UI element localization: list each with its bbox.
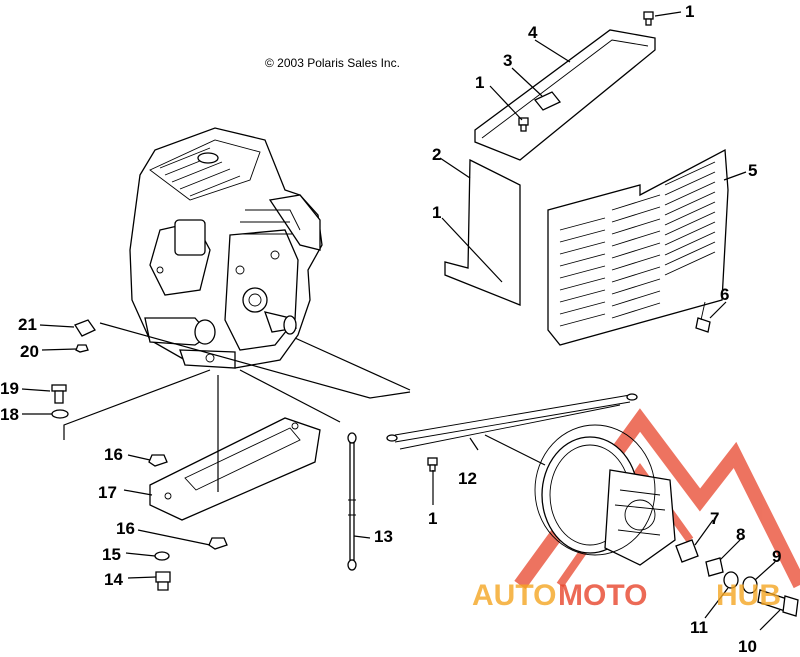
- part-15-washer: [154, 551, 170, 561]
- callout-17: 17: [98, 483, 117, 502]
- part-13-strap: [347, 432, 357, 571]
- part-6-screw: [695, 301, 711, 333]
- part-21-fitting: [74, 319, 96, 337]
- callout-4: 4: [528, 23, 538, 42]
- callout-21: 21: [18, 315, 37, 334]
- part-7-starter-assembly: [541, 436, 676, 566]
- part-3-decal: [533, 91, 562, 111]
- callout-8: 8: [736, 525, 745, 544]
- callout-1: 1: [475, 73, 484, 92]
- callout-5: 5: [748, 161, 757, 180]
- part-1-bolt: [427, 457, 438, 472]
- callout-7: 7: [710, 509, 719, 528]
- callout-13: 13: [374, 527, 393, 546]
- callout-1: 1: [428, 509, 437, 528]
- callout-1: 1: [685, 2, 694, 21]
- callout-1: 1: [432, 203, 441, 222]
- part-19-bolt: [51, 384, 67, 404]
- callout-12: 12: [458, 469, 477, 488]
- callout-16: 16: [116, 519, 135, 538]
- part-2-bracket: [444, 158, 521, 306]
- part-17-base-plate: [149, 417, 321, 521]
- callout-6: 6: [720, 285, 729, 304]
- callout-10: 10: [738, 637, 757, 656]
- part-14-bolt: [155, 571, 171, 591]
- part-8-spacer: [705, 557, 724, 577]
- part-12-cable: [394, 394, 631, 450]
- callout-18: 18: [0, 405, 19, 424]
- part-16-nut: [148, 454, 168, 467]
- callout-11: 11: [690, 618, 708, 637]
- callout-20: 20: [20, 342, 39, 361]
- part-1-bolt: [643, 11, 654, 26]
- callout-9: 9: [772, 547, 781, 566]
- part-11-washer: [723, 571, 739, 589]
- part-16-nut: [208, 537, 228, 550]
- part-4-top-plate: [474, 29, 656, 161]
- copyright-text: © 2003 Polaris Sales Inc.: [265, 56, 400, 70]
- callout-14: 14: [104, 570, 123, 589]
- part-7-bushing: [675, 539, 699, 563]
- watermark-text: AUTO MOTO HUB: [472, 579, 781, 612]
- part-20-nut: [75, 344, 89, 353]
- part-9-washer: [742, 576, 758, 594]
- watermark-hub: HUB: [716, 579, 781, 612]
- callout-2: 2: [432, 145, 441, 164]
- part-10-bolt: [757, 589, 799, 617]
- callout-3: 3: [503, 51, 512, 70]
- part-18-washer: [51, 409, 69, 419]
- part-1-bolt: [518, 117, 529, 132]
- leader-lines: [21, 11, 781, 631]
- watermark-auto: AUTO: [472, 579, 556, 612]
- watermark-moto: MOTO: [558, 579, 647, 612]
- callout-19: 19: [0, 379, 19, 398]
- callout-16: 16: [104, 445, 123, 464]
- engine-assembly: [129, 127, 323, 369]
- callout-15: 15: [102, 545, 121, 564]
- part-5-grille: [547, 148, 729, 346]
